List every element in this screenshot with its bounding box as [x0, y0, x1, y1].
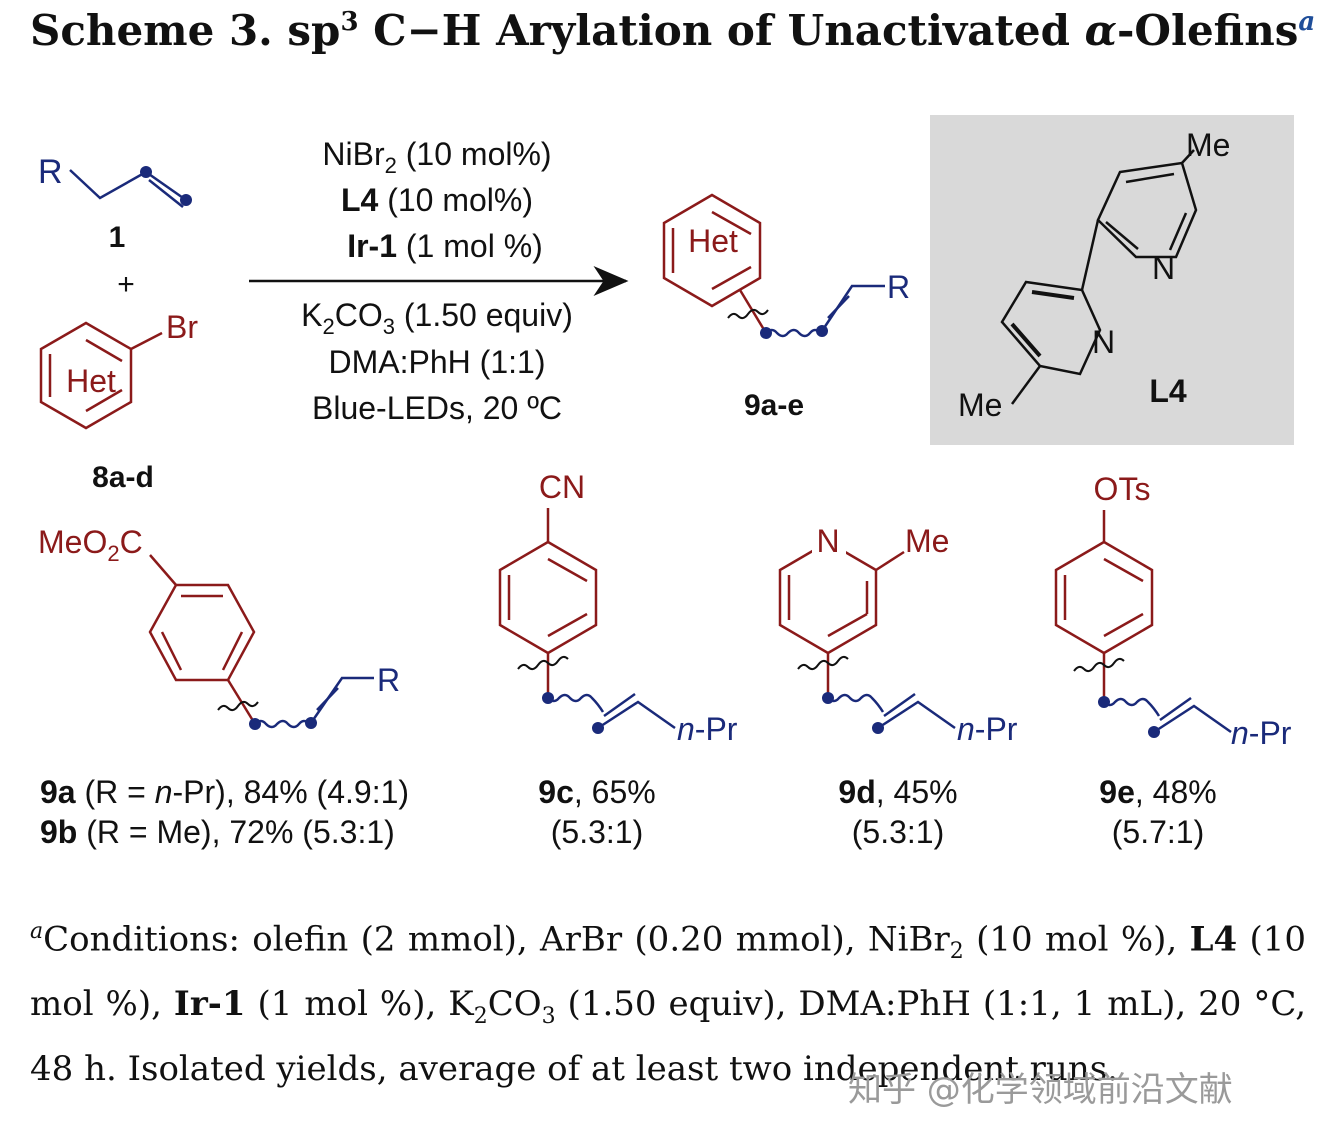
- product-9a-9b-structure: MeO2C R: [38, 524, 400, 730]
- ligand-name: L4: [1149, 373, 1187, 409]
- product-r-label: R: [887, 269, 910, 305]
- ligand-methyl-top: Me: [1186, 127, 1230, 163]
- condition-photocatalyst: Ir-1 (1 mol %): [347, 228, 543, 264]
- product-9d-methyl: Me: [905, 523, 949, 559]
- product-compound-number: 9a-e: [744, 389, 804, 422]
- product-9c-caption: 9c, 65% (5.3:1): [538, 774, 655, 850]
- olefin-r-label: R: [38, 153, 63, 191]
- product-9d-caption-line1: 9d, 45%: [838, 774, 957, 810]
- product-9a-r-label: R: [377, 662, 400, 698]
- condition-solvent: DMA:PhH (1:1): [329, 344, 546, 380]
- product-9d-caption-line2: (5.3:1): [852, 814, 944, 850]
- generic-product-9: Het R 9a-e: [662, 193, 910, 422]
- product-9e-structure: OTs n-Pr: [1054, 471, 1292, 751]
- scheme-title: Scheme 3. sp3 C−H Arylation of Unactivat…: [30, 6, 1316, 55]
- ligand-box-background: [930, 115, 1294, 445]
- product-9d-caption: 9d, 45% (5.3:1): [838, 774, 957, 850]
- ligand-l4-box: Me N N Me L4: [930, 115, 1294, 445]
- product-9b-caption: 9b (R = Me), 72% (5.3:1): [40, 814, 395, 850]
- product-9e-npr-label: n-Pr: [1231, 715, 1292, 751]
- product-9c-substituent: CN: [539, 469, 585, 505]
- product-9c-structure: CN n-Pr: [498, 469, 738, 747]
- aryl-compound-number: 8a-d: [92, 461, 154, 494]
- aryl-bromide-reactant-8: Het Br 8a-d: [39, 309, 198, 494]
- product-9d-pyridine-n: N: [816, 523, 839, 559]
- olefin-reactant-1: R 1: [38, 153, 192, 254]
- product-9a-caption: 9a (R = n-Pr), 84% (4.9:1): [40, 774, 409, 810]
- product-9e-caption: 9e, 48% (5.7:1): [1099, 774, 1216, 850]
- reaction-scheme: R 1 + Het Br 8a-d NiBr2 (10 mol%) L4 (10…: [38, 115, 1294, 850]
- scheme-footnote: aConditions: olefin (2 mmol), ArBr (0.20…: [30, 919, 1306, 1089]
- product-9d-npr-label: n-Pr: [957, 711, 1018, 747]
- product-9d-structure: N Me n-Pr: [778, 523, 1018, 747]
- watermark: 知乎 @化学领域前沿文献: [848, 1070, 1233, 1110]
- reaction-conditions: NiBr2 (10 mol%) L4 (10 mol%) Ir-1 (1 mol…: [249, 136, 629, 426]
- condition-base: K2CO3 (1.50 equiv): [301, 297, 573, 339]
- product-9c-caption-line1: 9c, 65%: [538, 774, 655, 810]
- aryl-bromo-label: Br: [166, 309, 198, 345]
- condition-nibr2: NiBr2 (10 mol%): [322, 136, 551, 178]
- product-9e-caption-line2: (5.7:1): [1112, 814, 1204, 850]
- condition-light-temp: Blue-LEDs, 20 ºC: [312, 390, 562, 426]
- product-9c-npr-label: n-Pr: [677, 711, 738, 747]
- product-9a-substituent: MeO2C: [38, 524, 143, 566]
- product-9e-substituent: OTs: [1094, 471, 1151, 507]
- ligand-nitrogen-bottom: N: [1092, 324, 1115, 360]
- plus-sign: +: [117, 268, 135, 301]
- olefin-compound-number: 1: [109, 221, 126, 254]
- footnote-mark: a: [30, 919, 44, 944]
- product-het-label: Het: [688, 223, 738, 259]
- product-9c-caption-line2: (5.3:1): [551, 814, 643, 850]
- product-9a-9b-caption: 9a (R = n-Pr), 84% (4.9:1) 9b (R = Me), …: [40, 774, 409, 850]
- ligand-nitrogen-top: N: [1152, 250, 1175, 286]
- condition-ligand: L4 (10 mol%): [341, 182, 533, 218]
- ligand-methyl-bottom: Me: [958, 387, 1002, 423]
- aryl-het-label: Het: [66, 363, 116, 399]
- product-9e-caption-line1: 9e, 48%: [1099, 774, 1216, 810]
